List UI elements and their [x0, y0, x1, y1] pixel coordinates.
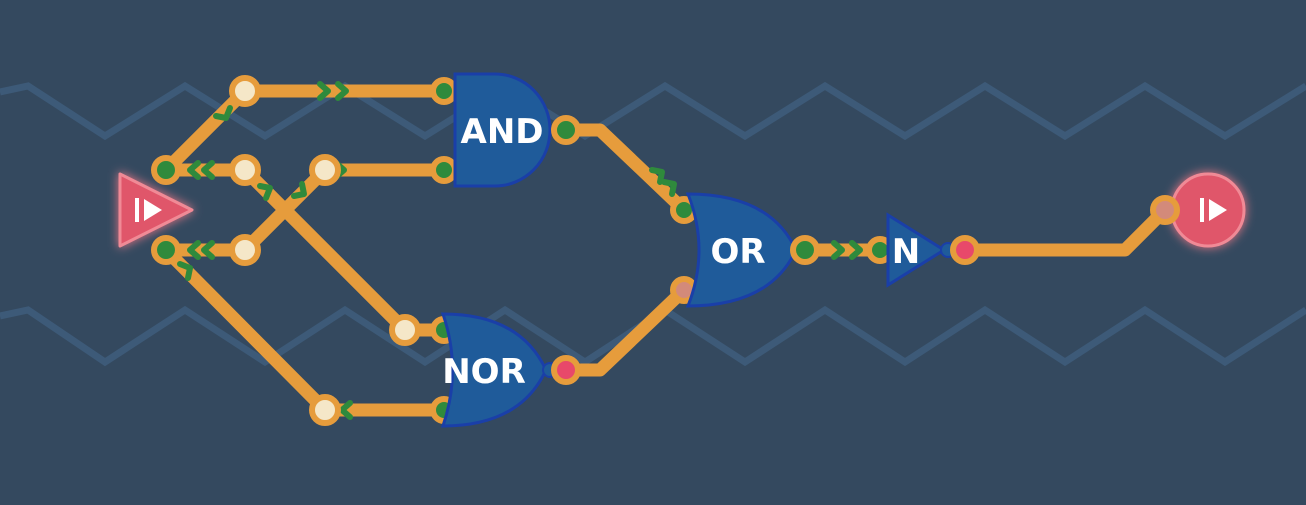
- junction-node[interactable]: [229, 75, 261, 107]
- signal-arrow-icon: [339, 400, 353, 420]
- and-gate[interactable]: AND: [430, 72, 581, 188]
- background-zigzag-bottom: [0, 305, 1306, 367]
- play-triangle-icon: [135, 198, 162, 222]
- or-gate[interactable]: OR: [670, 192, 820, 308]
- signal-flow-markers: [177, 81, 863, 420]
- signal-arrow-icon: [291, 181, 307, 199]
- signal-arrow-icon: [317, 81, 331, 101]
- signal-arrow-icon: [187, 240, 201, 260]
- wire-cross-to-nor-top[interactable]: [238, 163, 451, 337]
- junction-node[interactable]: [229, 154, 261, 186]
- signal-arrow-icon: [201, 160, 215, 180]
- signal-arrow-icon: [649, 167, 665, 185]
- signal-arrow-icon: [187, 160, 201, 180]
- play-circle-icon: [1200, 198, 1227, 222]
- and-gate-label: AND: [461, 112, 544, 152]
- output-sink-terminal[interactable]: [1170, 172, 1246, 248]
- nor-output-pin[interactable]: [551, 355, 581, 385]
- or-output-pin[interactable]: [790, 235, 820, 265]
- junctions: [151, 75, 421, 426]
- signal-arrow-icon: [257, 183, 273, 201]
- source-output-pin-bottom[interactable]: [151, 235, 181, 265]
- wires: [159, 84, 1172, 417]
- junction-node[interactable]: [389, 314, 421, 346]
- or-gate-label: OR: [710, 232, 765, 272]
- input-source-terminal[interactable]: [118, 172, 194, 248]
- and-input-pin-bottom[interactable]: [430, 156, 458, 184]
- and-input-pin-top[interactable]: [430, 77, 458, 105]
- background-zigzag-top: [0, 81, 1306, 141]
- signal-arrow-icon: [831, 240, 845, 260]
- signal-arrow-icon: [177, 261, 193, 281]
- signal-arrow-icon: [335, 81, 349, 101]
- signal-arrow-icon: [201, 240, 215, 260]
- nor-gate-label: NOR: [442, 352, 526, 392]
- and-output-pin[interactable]: [551, 115, 581, 145]
- output-sink-input-pin[interactable]: [1150, 195, 1180, 225]
- source-output-pin-top[interactable]: [151, 155, 181, 185]
- not-gate-label: N: [892, 232, 920, 272]
- wire-and-bottom-input[interactable]: [238, 163, 451, 257]
- signal-arrow-icon: [661, 179, 677, 197]
- signal-arrow-icon: [213, 105, 233, 121]
- not-output-pin[interactable]: [950, 235, 980, 265]
- junction-node[interactable]: [309, 154, 341, 186]
- nor-gate[interactable]: NOR: [430, 312, 581, 428]
- not-gate[interactable]: N: [866, 212, 980, 288]
- wire-not-to-output[interactable]: [958, 203, 1172, 257]
- wire-and-to-or[interactable]: [559, 123, 691, 217]
- junction-node[interactable]: [229, 234, 261, 266]
- junction-node[interactable]: [309, 394, 341, 426]
- signal-arrow-icon: [849, 240, 863, 260]
